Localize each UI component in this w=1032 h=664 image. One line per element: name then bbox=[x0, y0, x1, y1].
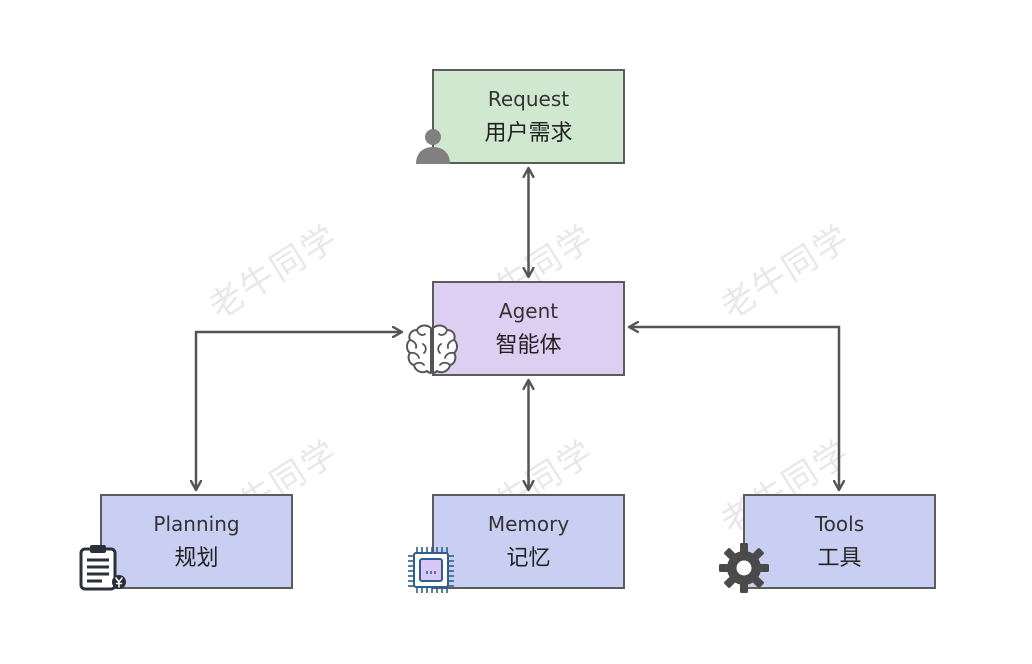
agent-label-en: Agent bbox=[498, 298, 559, 323]
memory-node: Memory 记忆 bbox=[432, 494, 625, 589]
chip-icon bbox=[408, 547, 454, 593]
agent-label-zh: 智能体 bbox=[495, 332, 562, 358]
brain-icon bbox=[406, 324, 458, 374]
edge-agent-planning bbox=[196, 332, 402, 490]
user-icon bbox=[416, 129, 450, 164]
request-node: Request 用户需求 bbox=[432, 69, 625, 164]
watermark: 老牛同学 bbox=[714, 217, 858, 328]
planning-label-en: Planning bbox=[153, 511, 240, 536]
tools-label-zh: 工具 bbox=[817, 545, 862, 571]
watermark: 老牛同学 bbox=[202, 217, 346, 328]
planning-node: Planning 规划 bbox=[100, 494, 293, 589]
tools-label-en: Tools bbox=[814, 511, 865, 536]
memory-label-en: Memory bbox=[487, 511, 570, 536]
planning-label-zh: 规划 bbox=[174, 545, 219, 571]
clipboard-icon bbox=[79, 545, 126, 591]
memory-label-zh: 记忆 bbox=[506, 545, 551, 571]
request-label-zh: 用户需求 bbox=[484, 120, 573, 146]
request-label-en: Request bbox=[487, 86, 570, 111]
edge-agent-tools bbox=[629, 327, 839, 490]
tools-node: Tools 工具 bbox=[743, 494, 936, 589]
gear-icon bbox=[719, 543, 769, 593]
agent-node: Agent 智能体 bbox=[432, 281, 625, 376]
